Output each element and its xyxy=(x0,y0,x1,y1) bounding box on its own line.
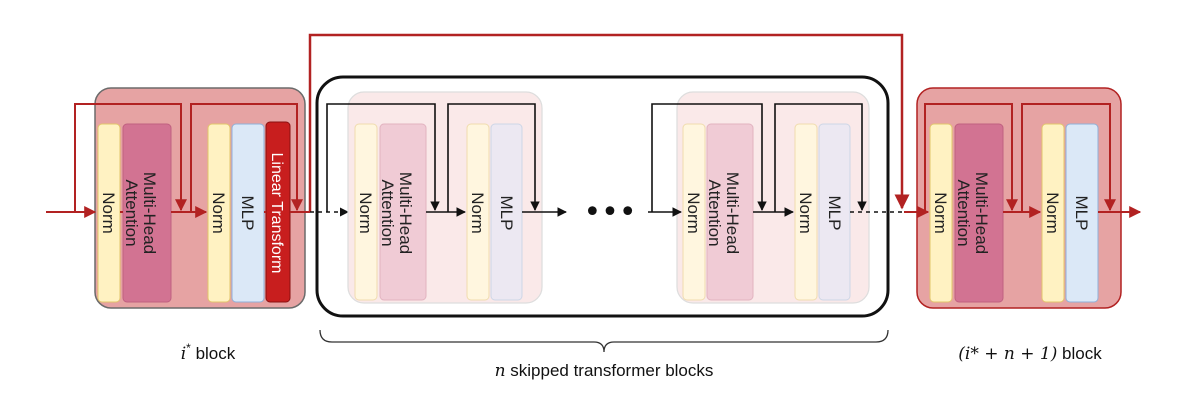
left-block: Norm Multi-Head Attention Norm MLP Linea… xyxy=(94,87,306,309)
right-caption: (i* + n + 1) block xyxy=(958,344,1102,364)
skipped-block-2-norm-1 xyxy=(682,123,706,301)
skipped-block-1-mha-label-1: Multi-Head xyxy=(396,172,415,254)
skipped-region-frame xyxy=(315,75,890,318)
middle-caption-text: skipped transformer blocks xyxy=(506,361,714,380)
left-norm-2 xyxy=(207,123,231,303)
right-norm-1 xyxy=(929,123,953,303)
right-block-connections xyxy=(904,103,1142,218)
right-mha-label-1: Multi-Head xyxy=(972,172,991,254)
skipped-block-1-mlp-label: MLP xyxy=(497,196,516,231)
right-caption-text: block xyxy=(1057,344,1102,363)
left-mha-label-1: Multi-Head xyxy=(140,172,159,254)
skipped-block-2-connections xyxy=(648,103,867,217)
skipped-block-1-connections xyxy=(326,103,567,217)
left-caption-math: i xyxy=(181,344,186,364)
left-caption-sup: * xyxy=(186,341,191,355)
left-norm-1-label: Norm xyxy=(99,192,118,234)
left-mlp-label: MLP xyxy=(238,196,257,231)
linear-transform-label: Linear Transform xyxy=(268,153,285,274)
right-norm-2 xyxy=(1041,123,1065,303)
skipped-block-2-norm-2-label: Norm xyxy=(796,192,815,234)
skipped-block-1-norm-1-label: Norm xyxy=(356,192,375,234)
skipped-block-1: Norm Multi-Head Attention Norm MLP xyxy=(347,91,543,304)
left-caption-text: block xyxy=(191,344,236,363)
right-norm-2-label: Norm xyxy=(1043,192,1062,234)
skipped-block-2-mlp-label: MLP xyxy=(825,196,844,231)
left-norm-2-label: Norm xyxy=(209,192,228,234)
skipped-block-2-mha-label-1: Multi-Head xyxy=(723,172,742,254)
skipped-block-2: Norm Multi-Head Attention Norm MLP xyxy=(676,91,870,304)
left-mha-label-2: Attention xyxy=(122,179,141,246)
skipped-block-2-norm-2 xyxy=(794,123,818,301)
right-block: Norm Multi-Head Attention Norm MLP xyxy=(916,87,1122,309)
skipped-block-2-norm-1-label: Norm xyxy=(684,192,703,234)
skip-connection-arrow xyxy=(308,33,910,212)
right-mha-label-2: Attention xyxy=(954,179,973,246)
middle-caption: n skipped transformer blocks xyxy=(495,361,714,381)
left-caption: i* block xyxy=(181,341,236,364)
skipped-block-1-norm-2 xyxy=(466,123,490,301)
right-norm-1-label: Norm xyxy=(931,192,950,234)
middle-caption-math: n xyxy=(495,361,506,381)
skipped-brace xyxy=(319,329,889,353)
skipped-block-1-mha-label-2: Attention xyxy=(378,179,397,246)
ellipsis-dots: ••• xyxy=(583,195,636,230)
right-mlp-label: MLP xyxy=(1072,196,1091,231)
skipped-block-2-mha-label-2: Attention xyxy=(705,179,724,246)
skipped-block-1-norm-2-label: Norm xyxy=(468,192,487,234)
left-block-connections xyxy=(46,103,310,218)
skipped-block-1-norm-1 xyxy=(354,123,378,301)
right-caption-math: (i* + n + 1) xyxy=(958,344,1057,364)
